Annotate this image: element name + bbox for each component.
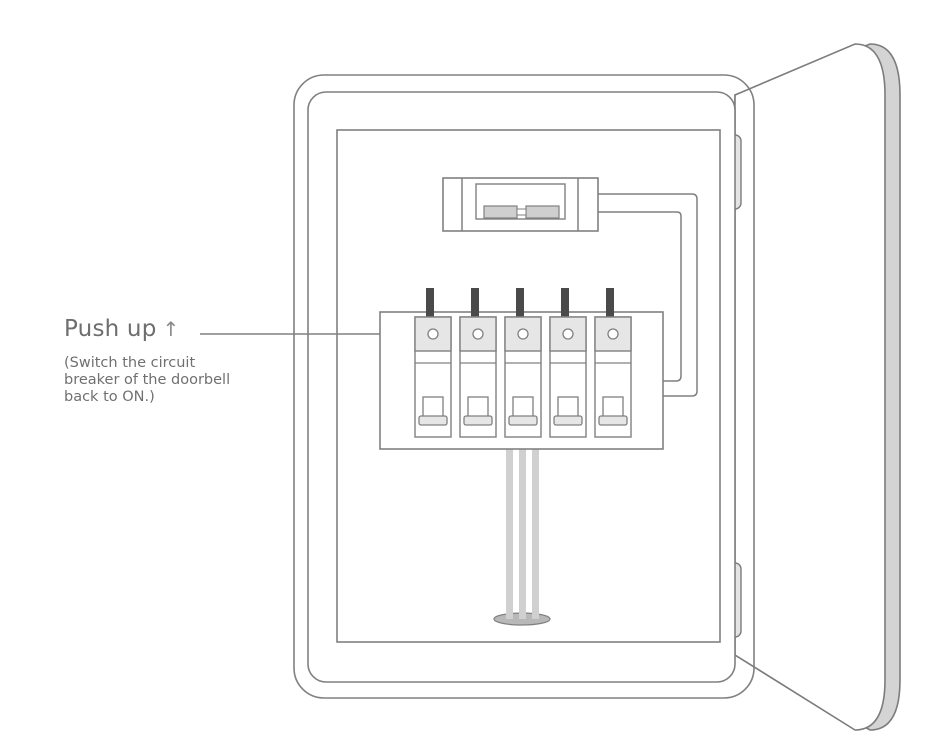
breaker-5[interactable] — [594, 288, 632, 438]
callout-note: (Switch the circuit breaker of the doorb… — [64, 355, 294, 406]
callout-title-text: Push up — [64, 316, 157, 342]
callout-note-line: (Switch the circuit — [64, 355, 196, 371]
breaker-3[interactable] — [504, 288, 542, 438]
breaker-2[interactable] — [459, 288, 497, 438]
fuse-holder — [442, 177, 599, 232]
breaker-1[interactable] — [414, 288, 452, 438]
cabinet-door — [734, 43, 901, 731]
callout-note-line: back to ON.) — [64, 389, 155, 405]
callout-title: Push up↑ — [64, 316, 179, 342]
callout-note-line: breaker of the doorbell — [64, 372, 231, 388]
breaker-4[interactable] — [549, 288, 587, 438]
arrow-up-icon: ↑ — [162, 317, 180, 341]
connection-wires — [598, 193, 698, 397]
cabinet-outer — [293, 74, 755, 699]
cable-bundle — [493, 449, 551, 626]
